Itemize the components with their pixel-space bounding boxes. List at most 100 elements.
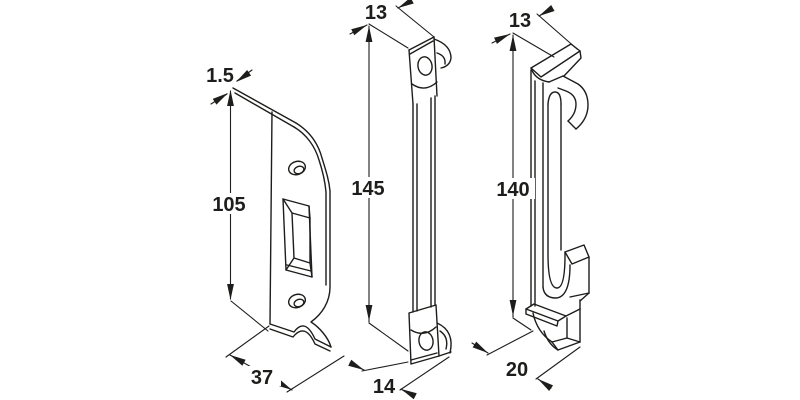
plate-bottom-edge-outer xyxy=(269,323,332,348)
bottom-tab-flange-inner xyxy=(439,330,448,350)
dim-arrow xyxy=(538,379,554,391)
top-tab-bend-line xyxy=(411,81,438,89)
hook-keep-drawing xyxy=(525,43,590,351)
plate-top-edge-outer xyxy=(232,87,297,124)
foot-bottom-front xyxy=(551,337,568,343)
foot-step-front xyxy=(525,308,559,327)
dim-bar-top-width-label: 13 xyxy=(365,2,387,24)
dim-keep-top-width-label: 13 xyxy=(509,10,531,32)
plate-right-thickness xyxy=(293,126,327,286)
dimension-plate-height: 105 xyxy=(208,90,269,332)
dim-arrow xyxy=(509,300,517,316)
dim-extension xyxy=(535,346,581,380)
dimension-bar-top-width: 13 xyxy=(349,0,435,49)
dim-arrow xyxy=(494,34,510,44)
cap-front-cove xyxy=(530,67,550,83)
latch-pocket-depth-lines xyxy=(282,198,313,278)
dimension-keep-height: 140 xyxy=(492,34,535,331)
latch-opening-rim-thickness xyxy=(286,264,312,272)
dim-arrow xyxy=(236,70,252,82)
dim-arrow xyxy=(227,284,234,300)
dimension-plate-width: 37 xyxy=(225,325,345,393)
dim-arrow xyxy=(401,389,417,400)
dim-arrow xyxy=(509,35,517,51)
top-tab-right-edge xyxy=(433,36,438,97)
dim-label-mask xyxy=(347,177,390,198)
dim-arrow xyxy=(348,359,364,370)
dim-arrow xyxy=(212,93,228,105)
dimension-bar-bottom-width: 14 xyxy=(348,356,450,400)
dim-extension xyxy=(512,317,532,331)
cap-top-face xyxy=(530,43,581,78)
dim-plate-thickness-label: 1.5 xyxy=(206,65,234,87)
bottom-tab-face xyxy=(408,304,440,365)
foot-bottom-back xyxy=(557,341,581,351)
lower-hook-outer-u xyxy=(542,264,571,299)
top-tab-hole xyxy=(417,56,433,76)
bottom-tab-bottom-ext xyxy=(438,351,452,357)
plate-bottom-edge-inner xyxy=(269,328,331,352)
dimension-keep-top-width: 13 xyxy=(491,5,578,58)
dim-extension xyxy=(230,300,269,332)
dim-arrow xyxy=(230,355,246,366)
dim-label-mask xyxy=(492,178,535,199)
plate-left-edge xyxy=(269,111,273,325)
dim-extension xyxy=(361,361,409,372)
foot-step-right-join xyxy=(565,308,581,317)
lower-hook-tab-bottom-join xyxy=(569,292,590,298)
dim-arrow xyxy=(398,0,414,8)
dim-arrow xyxy=(365,305,373,321)
top-tab-top-edge-inner xyxy=(409,40,434,55)
dim-label-mask xyxy=(244,366,281,386)
dim-extension xyxy=(225,325,270,358)
dim-extension xyxy=(395,5,435,38)
dimension-bar-height: 145 xyxy=(347,25,409,352)
bottom-tab-bottom-thickness xyxy=(410,352,438,361)
dim-bar-height-label: 145 xyxy=(351,178,384,200)
plate-top-edge-inner xyxy=(234,92,295,128)
dim-keep-height-label: 140 xyxy=(496,179,529,201)
dim-plate-height-label: 105 xyxy=(212,194,245,216)
dimension-keep-depth: 20 xyxy=(471,330,581,391)
plate-right-outline xyxy=(295,122,332,348)
dim-keep-depth-label: 20 xyxy=(506,359,528,381)
dim-arrow xyxy=(539,5,555,16)
foot-flare-front xyxy=(532,312,553,343)
dim-extension xyxy=(512,32,555,58)
cap-front-bottom xyxy=(548,75,564,83)
top-tab-flange-inner xyxy=(436,52,446,65)
latch-pocket-back xyxy=(291,212,311,264)
foot-step-top xyxy=(525,303,567,322)
upper-hook-outer xyxy=(562,75,589,130)
dim-extension xyxy=(486,330,534,356)
bottom-tab-flange xyxy=(436,322,452,354)
bar-edges xyxy=(412,95,436,313)
screw-hole-top-inner xyxy=(293,165,305,175)
upper-hook-inner xyxy=(557,87,577,122)
dim-extension xyxy=(536,13,578,50)
bottom-tab-hole xyxy=(418,331,434,351)
dim-arrow xyxy=(472,341,488,353)
upper-hook-tip xyxy=(567,120,577,130)
extension-bar-drawing xyxy=(408,36,452,365)
rail-arch-top xyxy=(547,91,562,105)
dim-arrow xyxy=(351,25,367,36)
dim-extension xyxy=(368,322,409,352)
top-tab-left-edge xyxy=(408,49,414,105)
dim-label-mask xyxy=(208,193,250,214)
foot-corner-joins xyxy=(551,292,590,351)
dim-arrow xyxy=(365,26,373,42)
dim-plate-width-label: 37 xyxy=(251,367,273,389)
dim-arrow xyxy=(227,90,234,106)
screw-hole-bottom-inner xyxy=(293,298,305,308)
top-tab-flange xyxy=(433,38,452,69)
lower-hook-tab xyxy=(564,244,590,265)
top-tab-top-edge-outer xyxy=(408,36,435,51)
dim-bar-bottom-width-label: 14 xyxy=(373,376,396,398)
lower-hook-inner-u xyxy=(547,103,566,289)
dim-extension xyxy=(286,355,345,393)
cap-right-edge xyxy=(563,50,582,77)
dim-extension xyxy=(368,23,409,49)
